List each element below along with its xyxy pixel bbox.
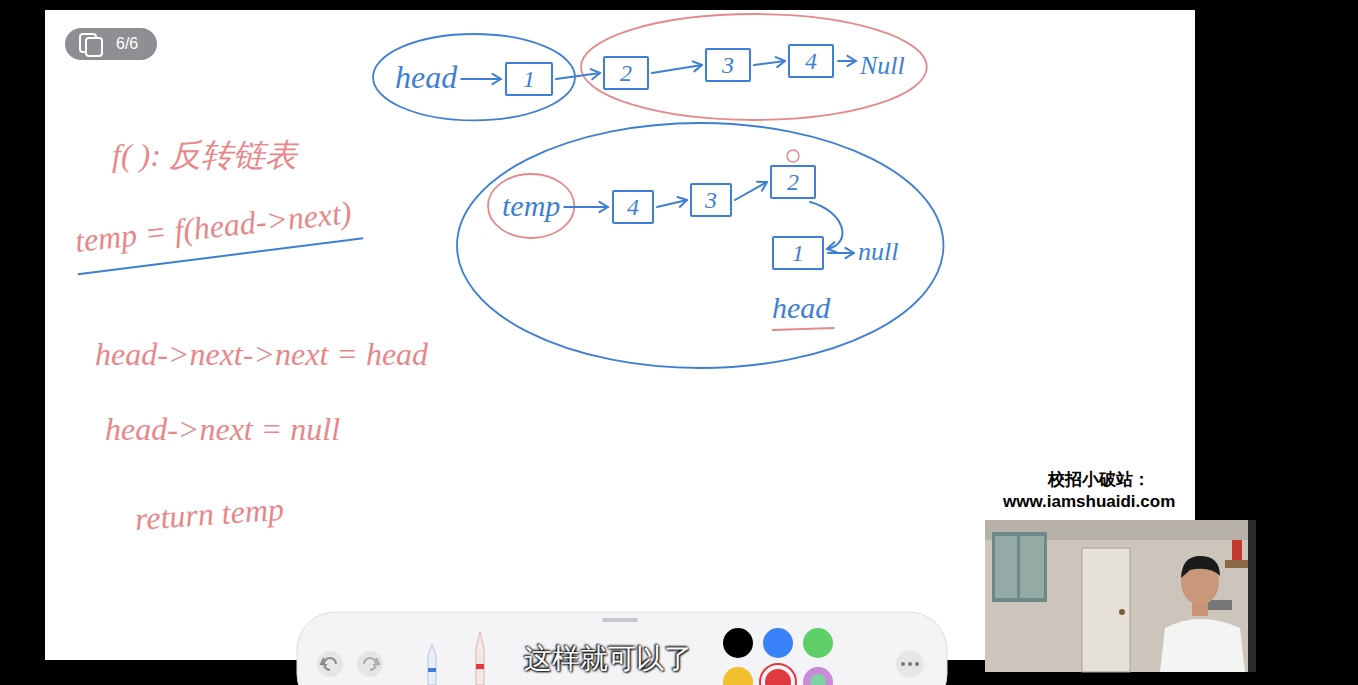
node-value: 2 [620,61,632,85]
scope-ellipse [457,123,943,368]
highlight-ellipse [488,174,574,238]
list-node-box: 3 [690,183,732,217]
function-note: f( ): 反转链表 [112,136,297,174]
node-value: 1 [792,241,804,265]
watermark: 校招小破站： [1048,470,1150,490]
null-mark: null [858,236,898,267]
code-line: head->next = null [105,410,340,448]
null-mark: Null [860,50,905,81]
focus-mark [787,150,799,162]
subtitle: 这样就可以了 [524,642,692,676]
list-node-box: 2 [770,165,816,199]
pointer-name: head [395,58,457,96]
pointer-arrow [838,56,856,66]
list-node-box: 2 [603,56,649,90]
list-node-box: 1 [505,62,553,96]
pointer-arrow [564,202,608,212]
link-arrow [735,182,767,200]
webcam-picture [985,520,1256,672]
watermark: www.iamshuaidi.com [1003,492,1175,512]
node-value: 4 [627,195,639,219]
scope-ellipse [581,14,927,120]
list-node-box: 4 [612,190,654,224]
link-arrow [657,197,687,207]
code-line: head->next->next = head [95,335,428,373]
pointer-arrow [828,248,854,258]
link-arrow [652,61,702,73]
node-value: 4 [805,49,817,73]
list-node-box: 1 [772,236,824,270]
toolbar [297,612,947,685]
node-value: 1 [523,67,535,91]
link-arrow [754,57,785,67]
list-node-box: 3 [705,48,751,82]
node-value: 2 [787,170,799,194]
page-counter: 6/6 [116,34,138,53]
pointer-arrow [461,74,501,84]
list-node-box: 4 [788,44,834,78]
node-value: 3 [722,53,734,77]
link-arrow [556,69,600,79]
page-badge [65,28,157,60]
node-value: 3 [705,188,717,212]
pages-icon [86,38,102,56]
link-arrow [810,202,842,252]
pointer-name: temp [502,188,560,224]
scope-ellipse [373,34,575,120]
underline [772,328,834,330]
whiteboard [45,10,1195,660]
pointer-name: head [772,290,830,326]
